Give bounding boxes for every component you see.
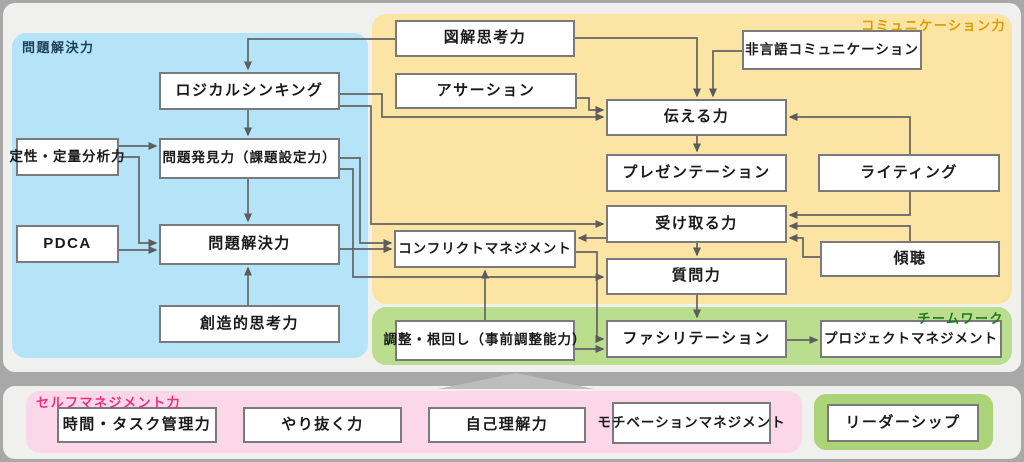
- node-grit: やり抜く力: [243, 407, 402, 443]
- node-qual-quant-analysis: 定性・定量分析力: [10, 138, 125, 176]
- node-self-understanding: 自己理解力: [428, 407, 586, 443]
- node-conveying: 伝える力: [606, 99, 787, 136]
- node-leadership: リーダーシップ: [827, 404, 979, 442]
- node-creative-thinking: 創造的思考力: [159, 305, 340, 343]
- region-label-problem-solving: 問題解決力: [22, 40, 95, 55]
- region-label-communication: コミュニケーション力: [861, 18, 1006, 33]
- node-facilitation: ファシリテーション: [606, 320, 787, 358]
- region-label-self-management: セルフマネジメント力: [36, 395, 182, 410]
- node-conflict-management: コンフリクトマネジメント: [394, 230, 576, 268]
- node-pdca: PDCA: [16, 225, 119, 263]
- node-motivation-management: モチベーションマネジメント: [597, 402, 785, 444]
- node-questioning: 質問力: [606, 258, 787, 295]
- node-logical-thinking: ロジカルシンキング: [159, 72, 340, 110]
- node-problem-finding: 問題発見力（課題設定力）: [159, 138, 340, 179]
- node-listening: 傾聴: [820, 241, 1000, 277]
- node-time-task-management: 時間・タスク管理力: [57, 407, 217, 443]
- node-nonverbal-communication: 非言語コミュニケーション: [742, 30, 922, 70]
- node-receiving: 受け取る力: [606, 205, 787, 243]
- node-problem-solving: 問題解決力: [159, 224, 340, 265]
- node-diagram-thinking: 図解思考力: [395, 20, 575, 57]
- node-presentation: プレゼンテーション: [606, 154, 787, 192]
- region-label-teamwork: チームワーク: [917, 311, 1004, 326]
- node-writing: ライティング: [818, 154, 1000, 192]
- node-coordination: 調整・根回し（事前調整能力）: [384, 320, 586, 361]
- node-project-management: プロジェクトマネジメント: [820, 320, 1002, 358]
- node-assertion: アサーション: [395, 73, 577, 109]
- section-divider-chevron: [438, 373, 594, 389]
